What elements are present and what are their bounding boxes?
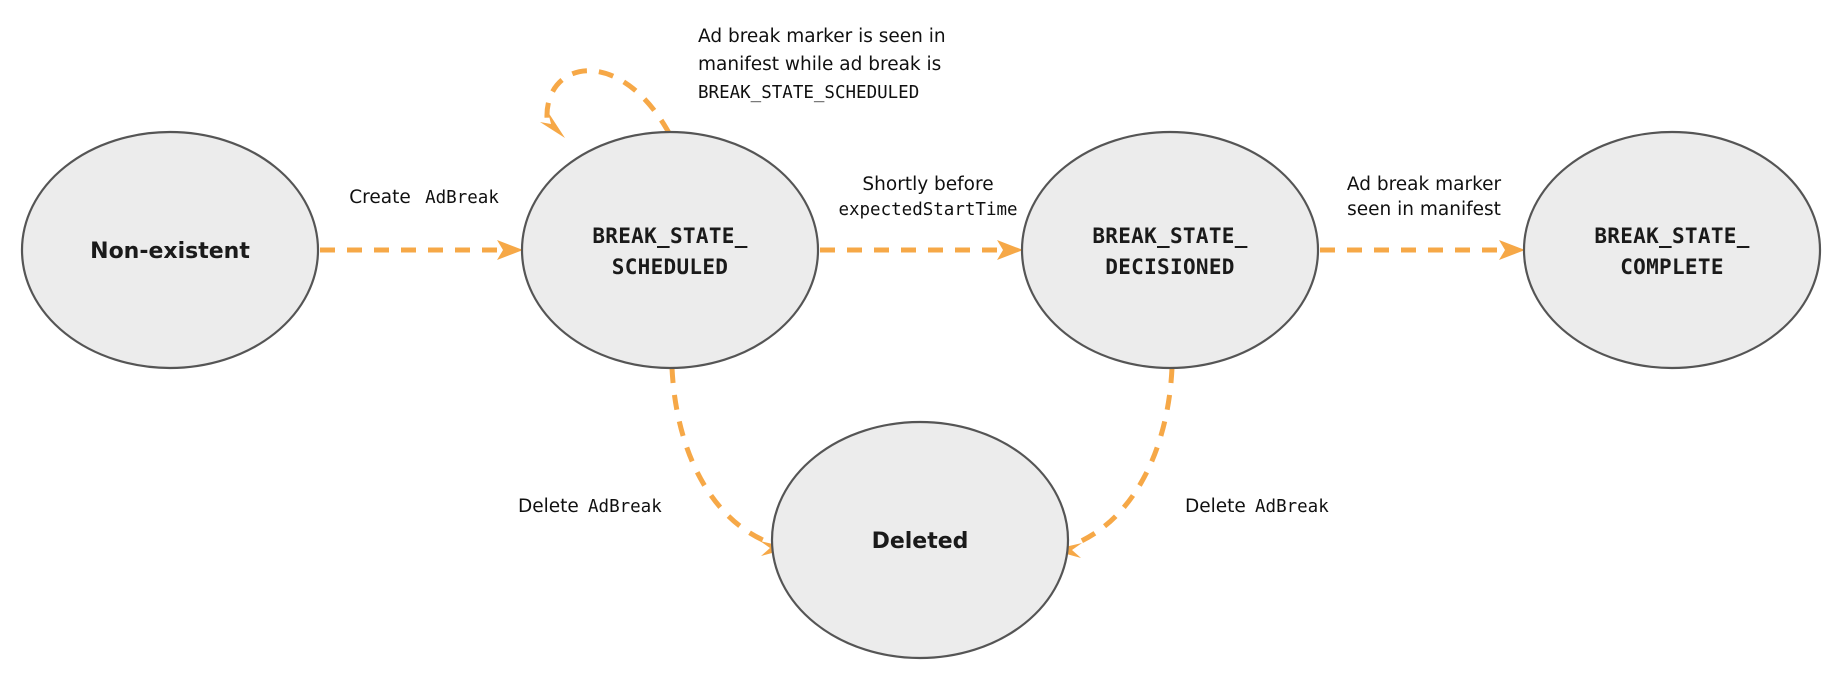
node-break-state-decisioned-shape [1020,130,1320,370]
edge-self-loop-scheduled-arrowhead [540,112,565,138]
edge-self-loop-label-line2: manifest while ad break is [698,54,941,75]
edge-decisioned-to-deleted-label-sans: Delete [1185,496,1246,517]
node-break-state-complete-shape [1522,130,1822,370]
node-break-state-complete-label-line1: BREAK_STATE_ [1594,224,1749,248]
node-break-state-scheduled-label-line1: BREAK_STATE_ [592,224,747,248]
edge-self-loop-scheduled[interactable]: Ad break marker is seen in manifest whil… [540,26,946,138]
edge-decisioned-to-complete-label-line1: Ad break marker [1347,174,1502,195]
node-deleted[interactable]: Deleted [770,420,1070,660]
node-deleted-shape [770,420,1070,660]
edge-scheduled-to-deleted[interactable]: Delete AdBreak [518,367,790,556]
edge-decisioned-to-complete-label-line2: seen in manifest [1347,199,1501,220]
edge-scheduled-to-decisioned-arrowhead [997,240,1023,260]
edge-create-adbreak-arrowhead [497,240,523,260]
edge-create-adbreak-label-mono: AdBreak [425,188,499,208]
node-break-state-scheduled-shape [520,130,820,370]
node-break-state-decisioned-label-line2: DECISIONED [1105,255,1234,279]
node-break-state-scheduled-label-line2: SCHEDULED [612,255,729,279]
node-non-existent-shape [20,130,320,370]
edge-create-adbreak[interactable]: Create AdBreak [320,187,523,260]
edge-decisioned-to-complete-arrowhead [1499,240,1525,260]
edge-decisioned-to-deleted-line [1071,367,1175,548]
edge-self-loop-label-line1: Ad break marker is seen in [698,26,946,47]
edge-decisioned-to-deleted-label-mono: AdBreak [1255,497,1329,517]
edge-scheduled-to-decisioned-label-mono: expectedStartTime [838,200,1017,220]
node-deleted-label: Deleted [872,529,969,554]
node-break-state-complete[interactable]: BREAK_STATE_ COMPLETE [1522,130,1822,370]
edge-decisioned-to-complete[interactable]: Ad break marker seen in manifest [1320,174,1525,260]
edge-scheduled-to-deleted-line [669,367,771,546]
edge-self-loop-label-line3: BREAK_STATE_SCHEDULED [698,83,919,103]
edge-decisioned-to-deleted[interactable]: Delete AdBreak [1052,367,1329,558]
edge-scheduled-to-deleted-label-sans: Delete [518,496,579,517]
node-non-existent[interactable]: Non-existent [20,130,320,370]
edge-scheduled-to-deleted-label-mono: AdBreak [588,497,662,517]
node-break-state-decisioned-label-line1: BREAK_STATE_ [1092,224,1247,248]
edge-create-adbreak-label-sans: Create [349,187,410,208]
node-break-state-complete-label-line2: COMPLETE [1620,255,1724,279]
node-break-state-scheduled[interactable]: BREAK_STATE_ SCHEDULED [520,130,820,370]
node-non-existent-label: Non-existent [90,239,250,264]
node-break-state-decisioned[interactable]: BREAK_STATE_ DECISIONED [1020,130,1320,370]
edge-scheduled-to-decisioned-label-sans: Shortly before [862,174,993,195]
edge-scheduled-to-decisioned[interactable]: Shortly before expectedStartTime [820,174,1023,260]
edge-self-loop-scheduled-line [544,68,672,135]
